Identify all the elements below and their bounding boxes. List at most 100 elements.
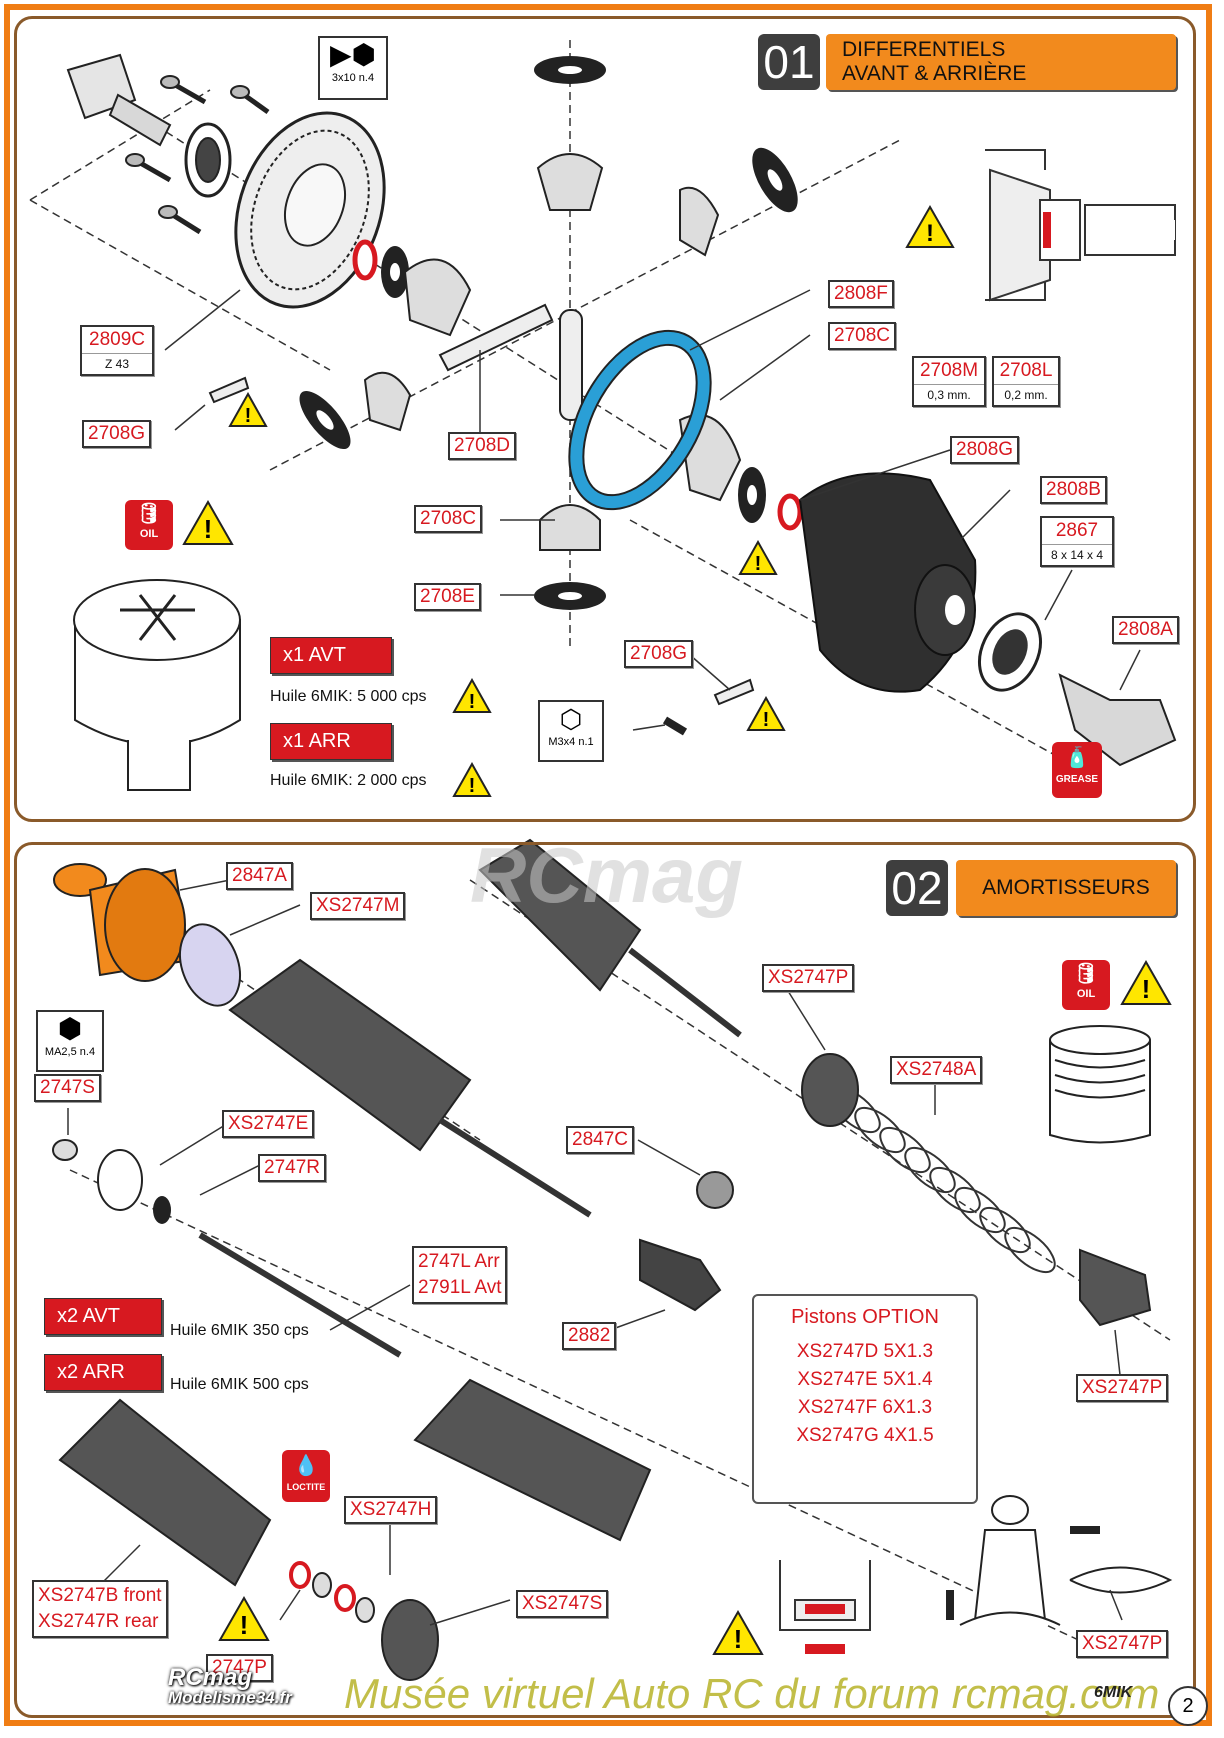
svg-text:!: !	[204, 514, 213, 544]
label-XS2747P-b: XS2747P	[1076, 1374, 1169, 1402]
label-XS2748A: XS2748A	[890, 1056, 983, 1084]
label-XS2747M: XS2747M	[310, 892, 406, 920]
qty-front-diff: x1 AVT	[270, 637, 392, 674]
svg-text:!: !	[755, 553, 762, 575]
ring-gear	[234, 111, 386, 309]
svg-text:!: !	[734, 1624, 743, 1654]
qty-front-shock: x2 AVT	[44, 1298, 162, 1335]
footer-logo-left: RCmag Modelisme34.fr	[168, 1664, 292, 1708]
piston-option-item: XS2747G 4X1.5	[796, 1425, 934, 1446]
warning-icon: !	[218, 1596, 270, 1641]
label-2747R: 2747R	[258, 1154, 326, 1182]
label-2808F: 2808F	[828, 280, 894, 308]
svg-text:!: !	[469, 691, 476, 713]
setscrew-spec: M3x4 n.1	[548, 736, 594, 748]
step-title-differentials: DIFFERENTIELS AVANT & ARRIÈRE	[826, 34, 1176, 90]
oil-rear-shock: Huile 6MIK 500 cps	[170, 1376, 309, 1393]
nut-spec-box: ⬢ MA2,5 n.4	[36, 1010, 104, 1072]
svg-text:!: !	[763, 709, 770, 731]
shock-cap	[53, 863, 192, 982]
screw-spec-box: ▶⬢ 3x10 n.4	[318, 36, 388, 100]
diff-case	[798, 472, 977, 693]
seal-gasket	[570, 331, 710, 509]
label-XS2747P-a: XS2747P	[762, 964, 855, 992]
hex-key-icon: ⬡	[559, 704, 583, 734]
warning-icon: !	[1120, 960, 1172, 1005]
label-2708C-b: 2708C	[828, 322, 896, 350]
detail-shock-clip	[959, 1495, 1173, 1626]
svg-text:!: !	[1142, 974, 1151, 1004]
hex-nut-icon: ⬢	[57, 1013, 83, 1044]
warning-icon: !	[228, 392, 268, 427]
svg-text:!: !	[469, 775, 476, 797]
label-2708C-a: 2708C	[414, 505, 482, 533]
warning-icon: !	[452, 762, 492, 797]
shock-body-oil	[1049, 1025, 1151, 1144]
oil-front-diff: Huile 6MIK: 5 000 cps	[270, 688, 427, 705]
label-XS2747S: XS2747S	[516, 1590, 609, 1618]
label-2882: 2882	[562, 1322, 617, 1350]
piston-option-item: XS2747E 5X1.4	[797, 1369, 933, 1390]
label-2747L-arr: 2747L Arr	[418, 1251, 500, 1272]
label-2747L: 2747L Arr 2791L Avt	[412, 1246, 508, 1304]
oil-badge-step2: 🛢 OIL	[1062, 960, 1110, 1010]
title-line-1: DIFFERENTIELS	[842, 38, 1006, 61]
svg-text:!: !	[240, 1610, 249, 1640]
label-2708D: 2708D	[448, 432, 516, 460]
label-2808B: 2808B	[1040, 476, 1107, 504]
label-XS2747P-c: XS2747P	[1076, 1630, 1169, 1658]
title-line-2: AVANT & ARRIÈRE	[842, 62, 1027, 85]
piston-option-item: XS2747F 6X1.3	[797, 1397, 933, 1418]
label-2808G: 2808G	[950, 436, 1020, 464]
rcmag-logo: RCmag	[168, 1664, 253, 1691]
label-2708E: 2708E	[414, 583, 481, 611]
step-number-01: 01	[758, 34, 820, 90]
warning-icon: !	[182, 500, 234, 545]
warning-icon: !	[712, 1610, 764, 1655]
warning-icon: !	[746, 696, 786, 731]
grease-tube-icon: 🧴	[1064, 747, 1090, 769]
label-2747P: 2747P	[206, 1654, 273, 1682]
oil-badge-step1: 🛢 OIL	[125, 500, 173, 550]
oil-front-shock: Huile 6MIK 350 cps	[170, 1322, 309, 1339]
shock-bodies	[58, 838, 652, 1587]
oil-text: OIL	[139, 528, 159, 540]
loctite-bottle-icon: 💧	[293, 1455, 319, 1477]
label-XS2747B-front: XS2747B front	[38, 1585, 162, 1606]
modelisme-logo: Modelisme34.fr	[168, 1688, 292, 1707]
warning-icon: !	[738, 540, 778, 575]
rcmag-watermark: RCmag	[470, 831, 744, 919]
screw-spec: 3x10 n.4	[331, 72, 375, 84]
label-XS2747H: XS2747H	[344, 1496, 438, 1524]
step-number-02: 02	[886, 860, 948, 916]
label-XS2747R-rear: XS2747R rear	[38, 1611, 159, 1632]
output-cup-right	[1058, 673, 1177, 767]
grease-badge: 🧴 GREASE	[1052, 742, 1102, 798]
output-cup-left	[66, 53, 172, 147]
grease-text: GREASE	[1055, 774, 1099, 785]
step-title-shocks: AMORTISSEURS	[956, 860, 1176, 916]
detail-assembly	[985, 149, 1176, 302]
svg-text:!: !	[926, 220, 934, 247]
membrane	[179, 923, 241, 1007]
label-XS2747E: XS2747E	[222, 1110, 315, 1138]
piston-option-item: XS2747D 5X1.3	[796, 1341, 934, 1362]
qty-rear-shock: x2 ARR	[44, 1354, 162, 1391]
label-2847A: 2847A	[226, 862, 293, 890]
qty-rear-diff: x1 ARR	[270, 723, 392, 760]
oil-can-icon: 🛢	[136, 503, 162, 525]
oil-can-icon: 🛢	[1073, 963, 1099, 985]
setscrew-spec-box: ⬡ M3x4 n.1	[538, 700, 604, 762]
diff-housing-oil	[73, 579, 241, 791]
loctite-badge: 💧 LOCTITE	[282, 1450, 330, 1502]
panel-shocks	[14, 842, 1196, 1718]
label-2708G-b: 2708G	[624, 640, 694, 668]
label-2847C: 2847C	[566, 1126, 634, 1154]
loctite-text: LOCTITE	[286, 1482, 326, 1492]
page-number: 2	[1168, 1686, 1208, 1726]
label-2708G-a: 2708G	[82, 420, 152, 448]
label-2747S: 2747S	[34, 1074, 101, 1102]
